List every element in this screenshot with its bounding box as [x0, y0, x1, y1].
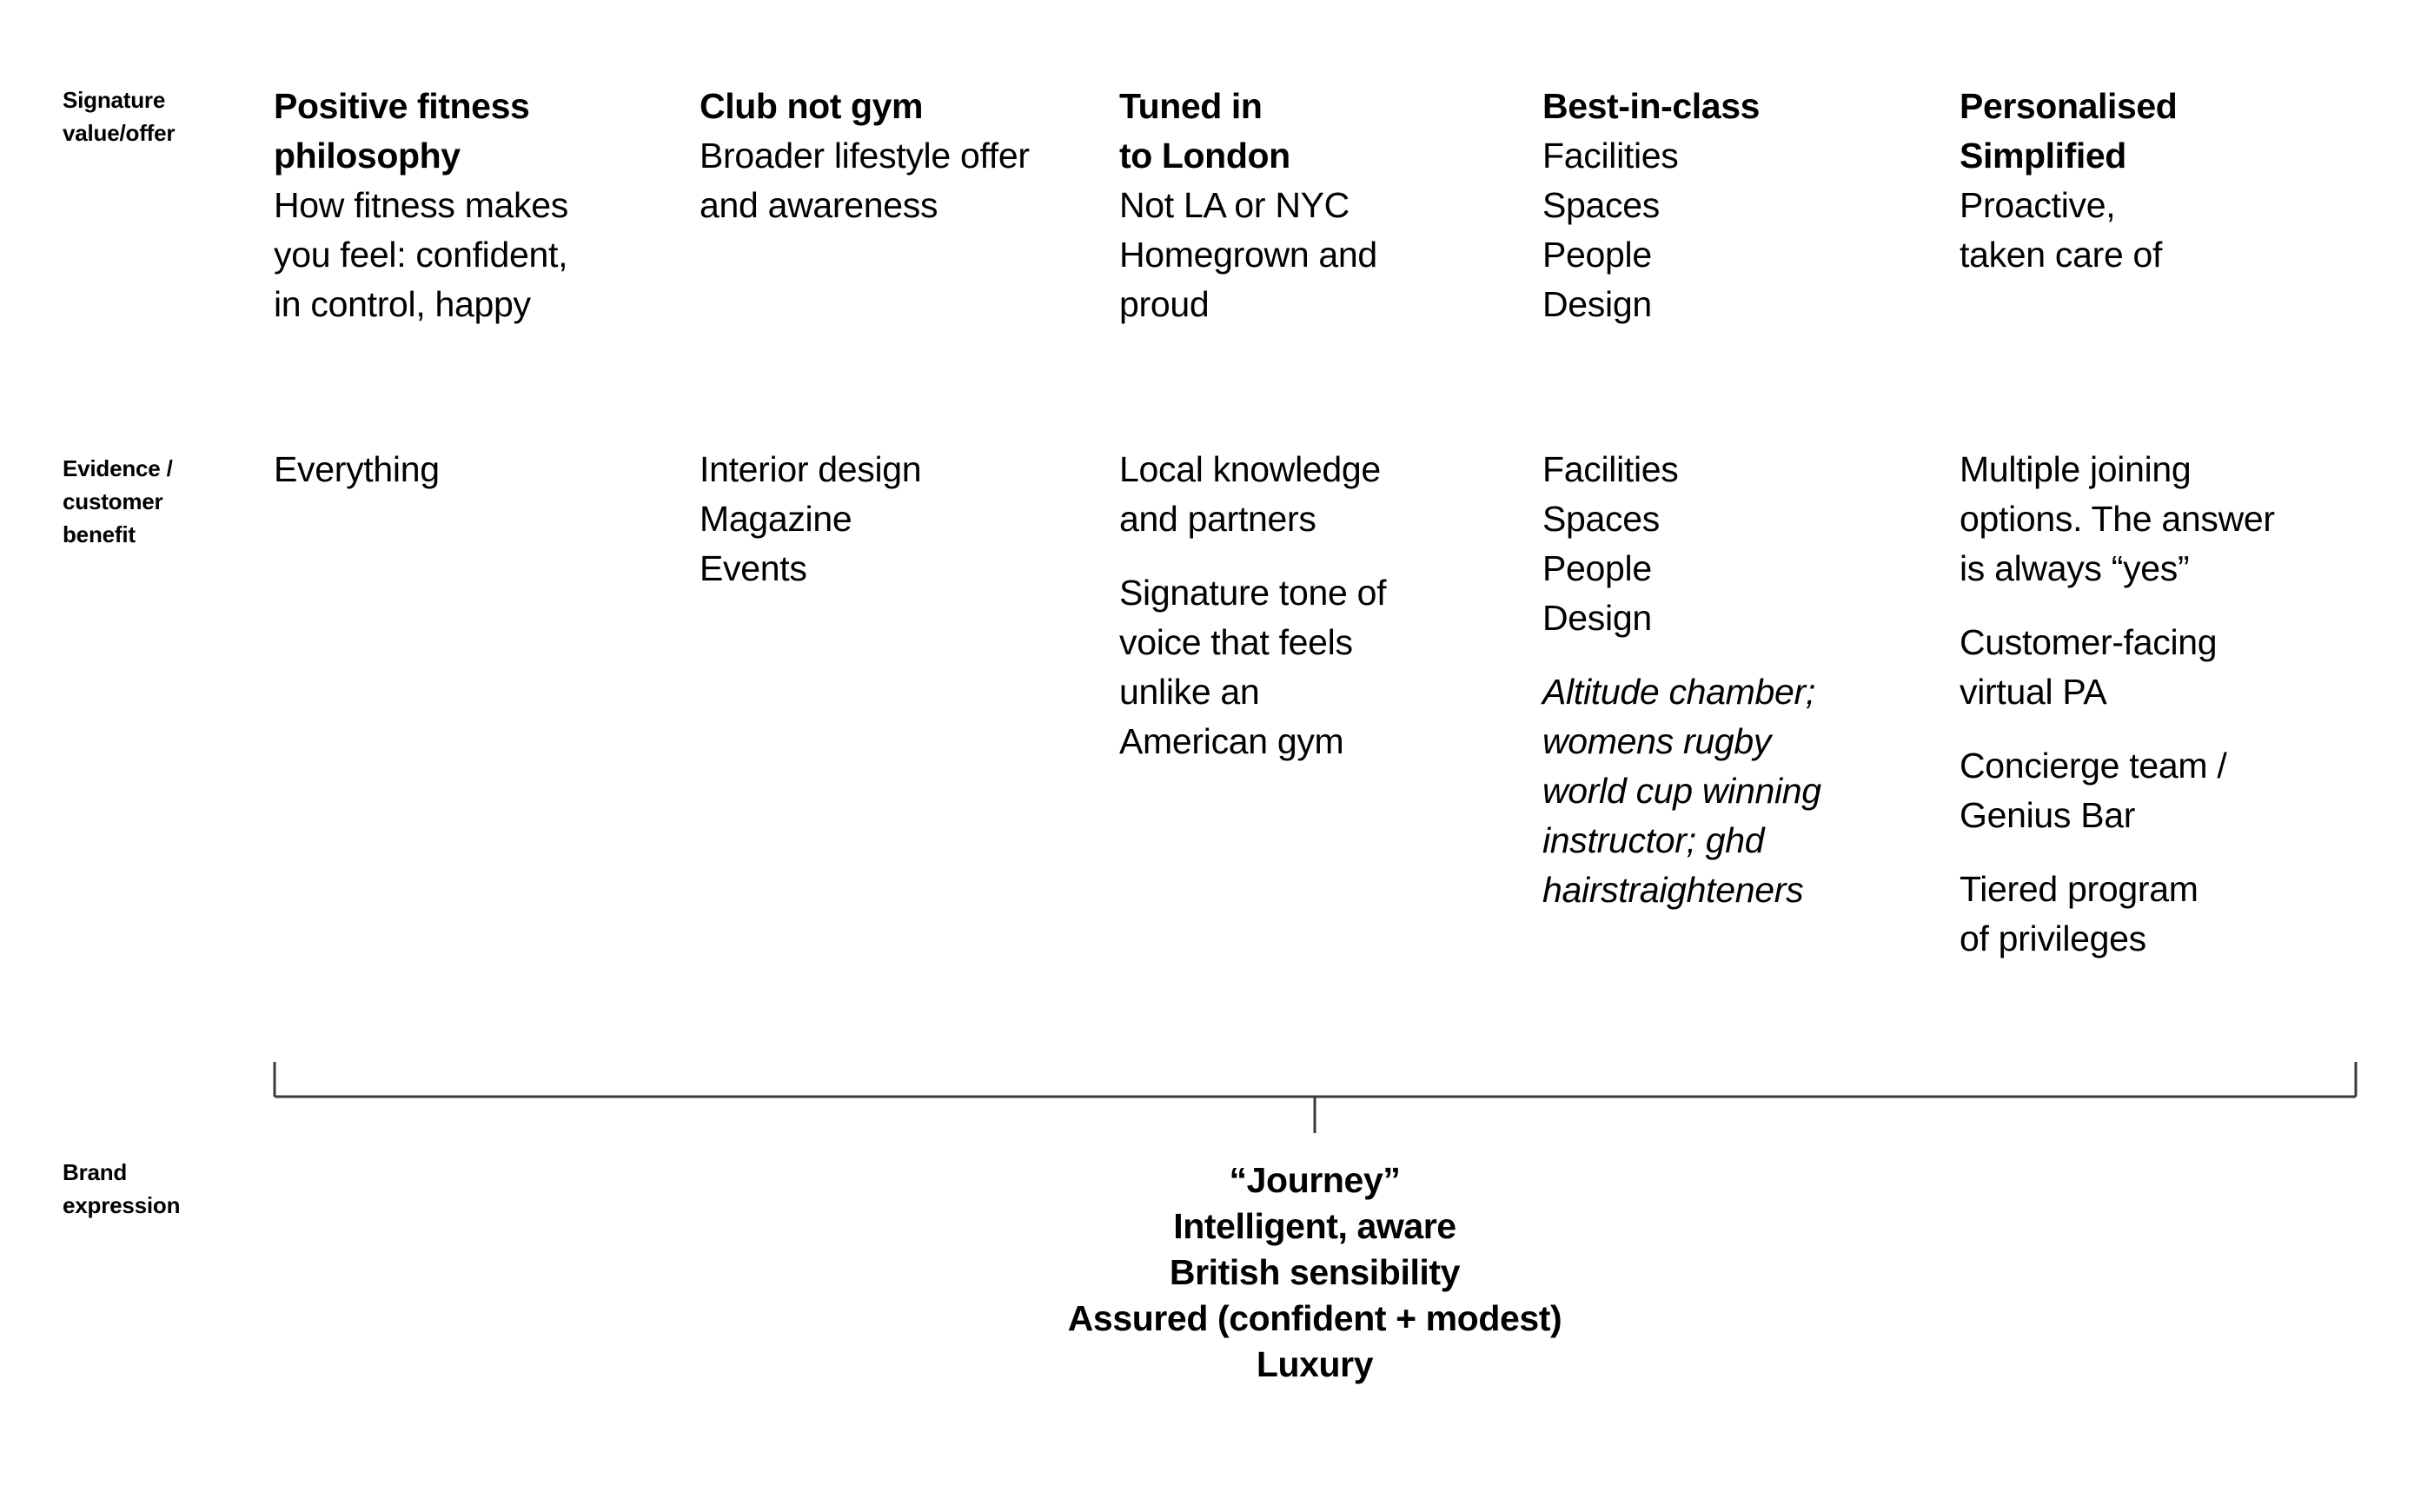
- cell-signature-positive-fitness-philosophy: Positive fitness philosophy How fitness …: [274, 82, 647, 329]
- cell-body-primary: Facilities Spaces People Design: [1542, 449, 1679, 638]
- cell-body: Proactive, taken care of: [1960, 185, 2163, 275]
- cell-body-primary: Multiple joining options. The answer is …: [1960, 449, 2275, 588]
- cell-body: Facilities Spaces People Design: [1542, 136, 1679, 324]
- cell-body-primary: Everything: [274, 449, 440, 489]
- cell-body-secondary: Customer-facing virtual PA: [1960, 622, 2218, 712]
- cell-evidence-club-not-gym: Interior design Magazine Events: [700, 445, 1073, 594]
- row-label-brand-expression: Brand expression: [63, 1159, 181, 1218]
- cell-body-primary: Local knowledge and partners: [1119, 449, 1381, 539]
- cell-evidence-personalised-simplified: Multiple joining options. The answer is …: [1960, 445, 2333, 964]
- cell-body-secondary-3: Tiered program of privileges: [1960, 869, 2198, 958]
- cell-body-primary: Interior design Magazine Events: [700, 449, 922, 588]
- cell-evidence-positive-fitness-philosophy: Everything: [274, 445, 647, 494]
- cell-signature-tuned-in-to-london: Tuned in to London Not LA or NYC Homegro…: [1119, 82, 1493, 329]
- brand-expression-statement: “Journey” Intelligent, aware British sen…: [1067, 1160, 1562, 1384]
- cell-body-italic-examples: Altitude chamber; womens rugby world cup…: [1542, 672, 1821, 910]
- cell-body: Broader lifestyle offer and awareness: [700, 136, 1030, 225]
- cell-body-secondary-2: Concierge team / Genius Bar: [1960, 746, 2227, 835]
- cell-evidence-tuned-in-to-london: Local knowledge and partners Signature t…: [1119, 445, 1493, 766]
- row-label-evidence-customer-benefit: Evidence / customer benefit: [63, 455, 173, 547]
- cell-body-secondary: Signature tone of voice that feels unlik…: [1119, 573, 1387, 761]
- cell-evidence-best-in-class: Facilities Spaces People Design Altitude…: [1542, 445, 1916, 915]
- cell-heading: Personalised Simplified: [1960, 86, 2178, 176]
- cell-signature-personalised-simplified: Personalised Simplified Proactive, taken…: [1960, 82, 2333, 280]
- cell-heading: Positive fitness philosophy: [274, 86, 530, 176]
- cell-heading: Tuned in to London: [1119, 86, 1290, 176]
- cell-heading: Best-in-class: [1542, 86, 1761, 126]
- cell-heading: Club not gym: [700, 86, 924, 126]
- cell-signature-best-in-class: Best-in-class Facilities Spaces People D…: [1542, 82, 1916, 329]
- cell-signature-club-not-gym: Club not gym Broader lifestyle offer and…: [700, 82, 1073, 230]
- bracket-connector: [273, 1062, 2358, 1133]
- cell-body: Not LA or NYC Homegrown and proud: [1119, 185, 1377, 324]
- cell-body: How fitness makes you feel: confident, i…: [274, 185, 568, 324]
- row-label-signature-value-offer: Signature value/offer: [63, 87, 176, 146]
